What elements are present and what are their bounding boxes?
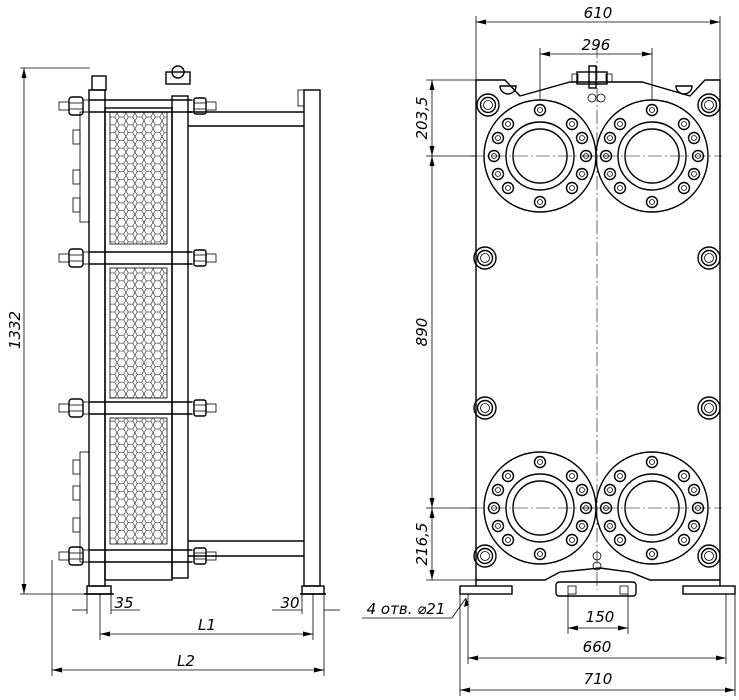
l2-label: L2 xyxy=(177,652,195,670)
width-610-label: 610 xyxy=(584,4,613,22)
side-dimensions xyxy=(20,67,340,676)
rear-column xyxy=(303,89,321,587)
inner-660-label: 660 xyxy=(583,638,612,656)
foot-35-label: 35 xyxy=(114,594,133,612)
holes-label: 4 отв. ⌀21 xyxy=(367,600,446,618)
outer-710-label: 710 xyxy=(584,670,613,688)
front-feet xyxy=(459,551,736,597)
height-1332-label: 1332 xyxy=(6,311,24,349)
slot-150-label: 150 xyxy=(586,608,615,626)
pressure-plate xyxy=(171,95,189,579)
flange-bottom-right xyxy=(582,451,722,565)
l1-label: L1 xyxy=(198,616,216,634)
top-port-203-label: 203,5 xyxy=(413,97,431,140)
port-distance-890-label: 890 xyxy=(413,318,431,347)
tie-bolts xyxy=(58,96,217,566)
bottom-port-216-label: 216,5 xyxy=(413,523,431,566)
frame-plate-outline xyxy=(475,79,721,581)
fixed-plate xyxy=(88,89,106,587)
plate-pack xyxy=(104,107,173,581)
foot-30-label: 30 xyxy=(280,594,299,612)
port-spacing-296-label: 296 xyxy=(582,36,611,54)
front-dimensions xyxy=(362,16,736,696)
side-view xyxy=(58,65,326,595)
front-view xyxy=(473,44,721,590)
